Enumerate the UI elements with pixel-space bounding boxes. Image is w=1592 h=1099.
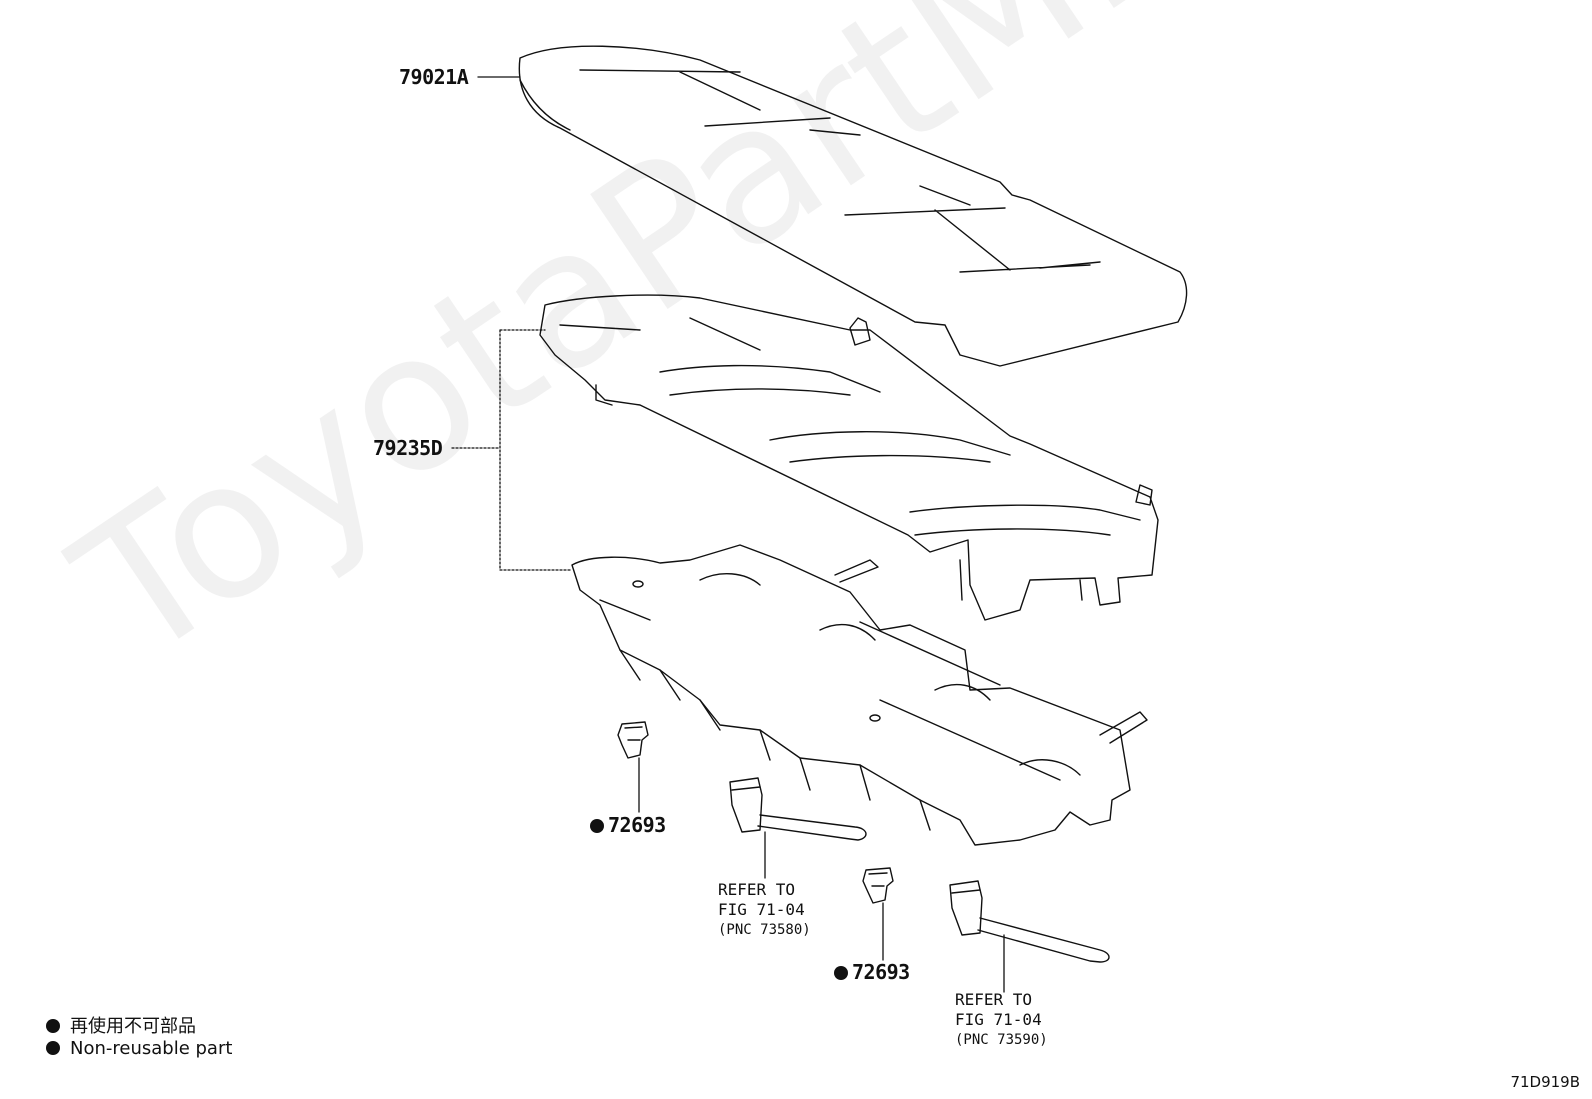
callout-72693-right[interactable]: 72693	[834, 962, 910, 982]
legend-dot-icon	[46, 1019, 60, 1033]
refer-line: REFER TO	[955, 990, 1033, 1009]
clip-left	[617, 721, 649, 759]
cushion-frame-lower	[571, 544, 1148, 846]
callout-79235D[interactable]: 79235D	[373, 436, 443, 460]
legend-english: Non-reusable part	[46, 1038, 232, 1059]
non-reusable-dot-icon	[590, 819, 604, 833]
seat-cushion-outline	[518, 45, 1188, 367]
clip-right	[862, 867, 894, 904]
diagram-code: 71D919B	[1510, 1073, 1580, 1091]
refer-pnc: (PNC 73580)	[718, 922, 811, 938]
leader-lines	[451, 76, 1005, 993]
seat-belt-buckle-left	[729, 777, 867, 841]
legend-dot-icon	[46, 1041, 60, 1055]
legend-japanese: 再使用不可部品	[46, 1012, 196, 1038]
callout-79021A[interactable]: 79021A	[399, 65, 469, 89]
cushion-pad-upper	[539, 294, 1159, 621]
refer-figure: FIG 71-04	[955, 1010, 1042, 1029]
non-reusable-dot-icon	[834, 966, 848, 980]
refer-figure: FIG 71-04	[718, 900, 805, 919]
callout-72693-left[interactable]: 72693	[590, 815, 666, 835]
refer-pnc: (PNC 73590)	[955, 1032, 1048, 1048]
refer-block-left[interactable]: REFER TO FIG 71-04 (PNC 73580)	[718, 880, 811, 940]
seat-belt-buckle-right	[949, 880, 1110, 963]
refer-block-right[interactable]: REFER TO FIG 71-04 (PNC 73590)	[955, 990, 1048, 1050]
refer-line: REFER TO	[718, 880, 796, 899]
